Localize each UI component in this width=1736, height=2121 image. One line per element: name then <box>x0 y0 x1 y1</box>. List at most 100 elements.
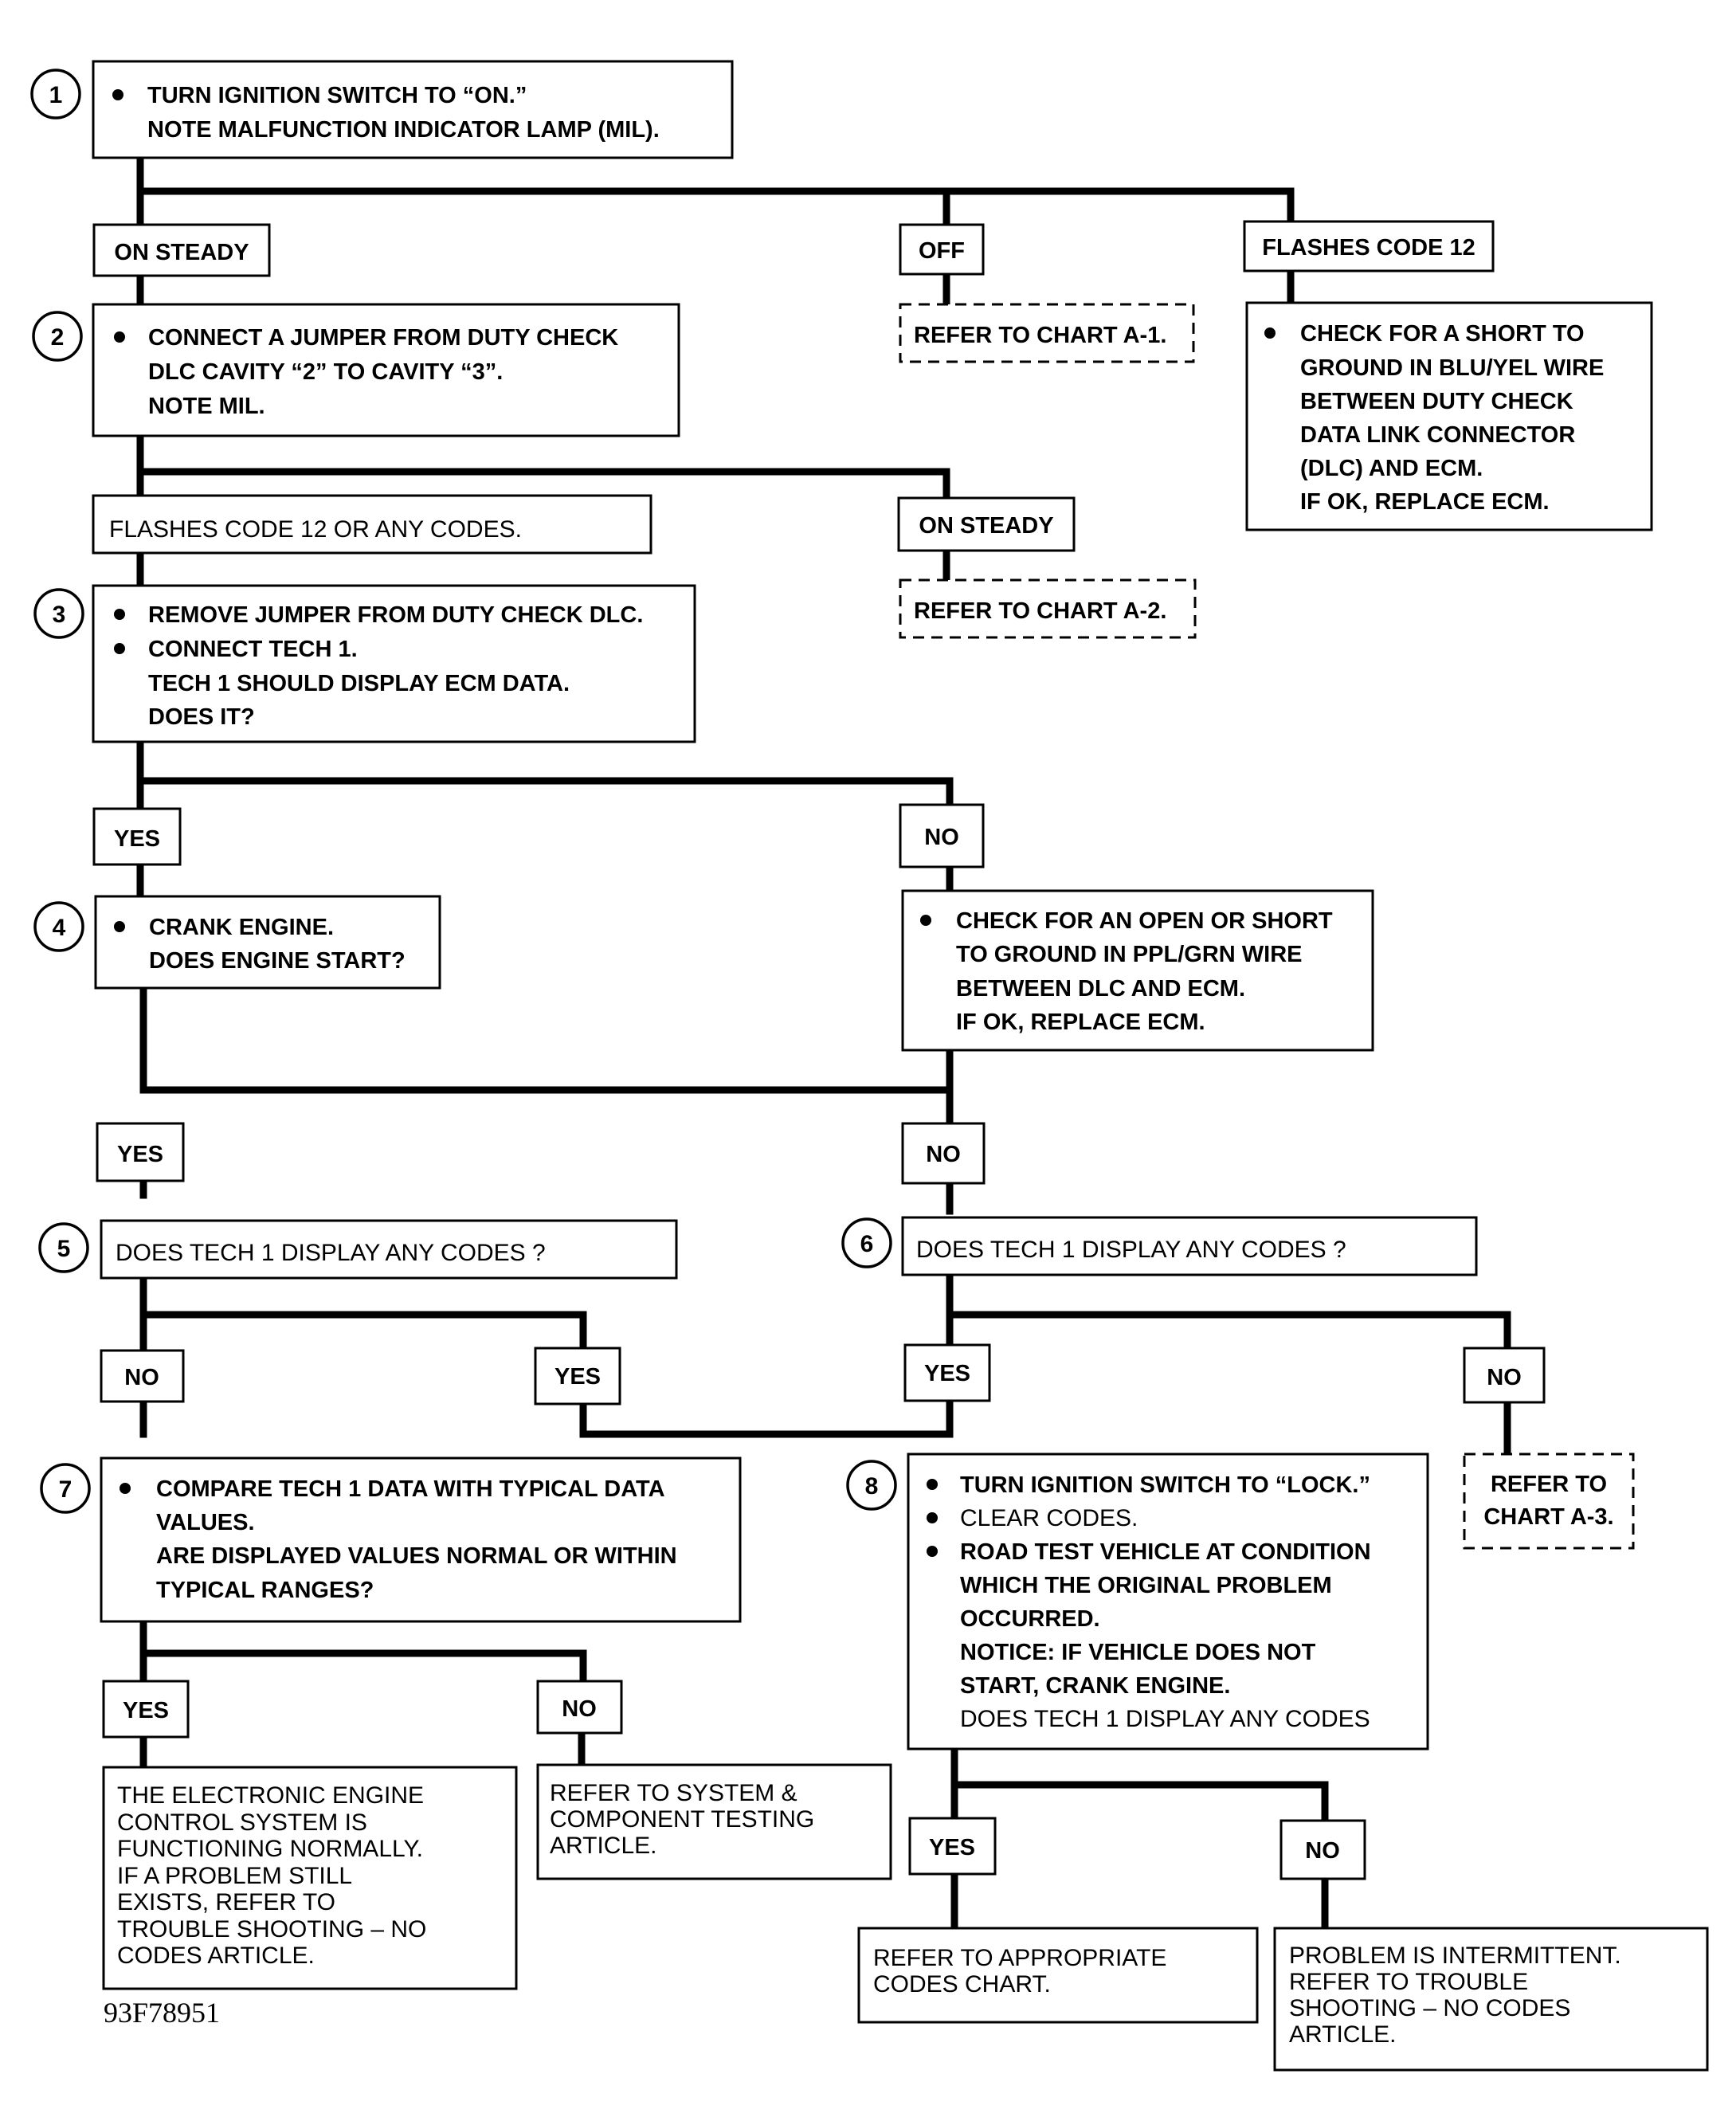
check-short-blu-yel: CHECK FOR A SHORT TO GROUND IN BLU/YEL W… <box>1245 301 1653 531</box>
step-number: 2 <box>51 324 65 351</box>
step-line: CONNECT A JUMPER FROM DUTY CHECK <box>148 325 618 351</box>
step-line: START, CRANK ENGINE. <box>960 1673 1230 1699</box>
result-system-testing: REFER TO SYSTEM & COMPONENT TESTING ARTI… <box>536 1763 892 1880</box>
result-codes-chart: REFER TO APPROPRIATE CODES CHART. <box>857 1927 1259 2024</box>
step-number-circle <box>841 1217 892 1268</box>
step-box <box>901 1216 1478 1276</box>
label-box <box>897 496 1076 552</box>
label-flashes-any-codes: FLASHES CODE 12 OR ANY CODES. <box>109 516 522 543</box>
label-box <box>1243 220 1495 272</box>
bullet <box>1264 327 1276 339</box>
action-box <box>901 889 1374 1052</box>
step-number-circle <box>32 311 83 362</box>
refer-line: CHART A-3. <box>1483 1504 1613 1530</box>
step-box <box>907 1453 1429 1751</box>
step-number: 5 <box>57 1236 71 1262</box>
step-line: OCCURRED. <box>960 1606 1100 1632</box>
step-6: 6 DOES TECH 1 DISPLAY ANY CODES ? <box>841 1216 1478 1276</box>
label-no: NO <box>1487 1365 1522 1390</box>
action-line: BETWEEN DLC AND ECM. <box>956 976 1245 1002</box>
result-line: ARTICLE. <box>1289 2021 1397 2048</box>
step-line: ARE DISPLAYED VALUES NORMAL OR WITHIN <box>156 1543 677 1569</box>
action-line: (DLC) AND ECM. <box>1300 456 1483 481</box>
step-number-circle <box>30 69 81 120</box>
result-box <box>536 1763 892 1880</box>
action-line: IF OK, REPLACE ECM. <box>1300 489 1550 515</box>
refer-text: REFER TO CHART A-2. <box>914 598 1166 624</box>
figure-id: 93F78951 <box>104 1997 220 2029</box>
step-number: 4 <box>53 915 66 941</box>
step-line: COMPARE TECH 1 DATA WITH TYPICAL DATA <box>156 1476 665 1502</box>
step-line: DOES TECH 1 DISPLAY ANY CODES <box>960 1706 1370 1732</box>
bullet <box>927 1546 938 1557</box>
label-no: NO <box>562 1696 597 1722</box>
result-box <box>102 1766 518 1990</box>
step-line: NOTICE: IF VEHICLE DOES NOT <box>960 1640 1316 1665</box>
step-number-circle <box>38 1222 89 1273</box>
label-yes: YES <box>114 826 160 852</box>
step-line: NOTE MIL. <box>148 394 265 419</box>
refer-chart-a2: REFER TO CHART A-2. <box>899 578 1197 639</box>
label-box <box>92 807 182 866</box>
label-box <box>1463 1347 1546 1404</box>
step-number-circle <box>40 1463 91 1514</box>
result-intermittent: PROBLEM IS INTERMITTENT. REFER TO TROUBL… <box>1273 1927 1709 2072</box>
step-box <box>94 895 441 990</box>
step-line: DOES IT? <box>148 704 255 730</box>
step-box <box>92 303 680 437</box>
refer-line: REFER TO <box>1491 1472 1607 1497</box>
branch-8-labels: YES NO <box>908 1817 1366 1880</box>
step-number: 1 <box>49 82 63 108</box>
result-line: TROUBLE SHOOTING – NO <box>117 1916 426 1943</box>
result-line: COMPONENT TESTING <box>550 1806 814 1833</box>
refer-box <box>1463 1453 1635 1550</box>
step-number-circle <box>33 901 84 952</box>
label-yes: YES <box>924 1361 970 1386</box>
action-line: DATA LINK CONNECTOR <box>1300 422 1575 448</box>
result-line: REFER TO TROUBLE <box>1289 1969 1528 1995</box>
refer-box <box>899 578 1197 639</box>
step-line: DLC CAVITY “2” TO CAVITY “3”. <box>148 359 503 385</box>
branch-7-labels: YES NO <box>102 1680 623 1739</box>
branch-1-labels: ON STEADY OFF FLASHES CODE 12 <box>92 220 1495 277</box>
step-number: 7 <box>59 1476 72 1503</box>
bullet <box>927 1479 938 1490</box>
step-2: 2 CONNECT A JUMPER FROM DUTY CHECK DLC C… <box>32 303 680 437</box>
label-box <box>536 1680 623 1735</box>
result-line: CODES ARTICLE. <box>117 1943 315 1969</box>
label-yes: YES <box>555 1364 601 1390</box>
refer-box <box>899 303 1195 363</box>
label-box <box>92 223 271 277</box>
refer-chart-a1: REFER TO CHART A-1. <box>899 303 1195 363</box>
label-box <box>102 1680 190 1739</box>
step-line: TECH 1 SHOULD DISPLAY ECM DATA. <box>148 671 570 696</box>
label-on-steady: ON STEADY <box>919 513 1053 539</box>
step-box <box>100 1456 742 1623</box>
result-line: THE ELECTRONIC ENGINE <box>117 1782 424 1809</box>
result-line: REFER TO SYSTEM & <box>550 1780 797 1806</box>
branch-2-labels: FLASHES CODE 12 OR ANY CODES. ON STEADY <box>92 494 1076 555</box>
action-box <box>1245 301 1653 531</box>
label-on-steady: ON STEADY <box>114 240 249 265</box>
result-line: SHOOTING – NO CODES <box>1289 1995 1570 2021</box>
action-line: IF OK, REPLACE ECM. <box>956 1010 1205 1035</box>
step-1: 1 TURN IGNITION SWITCH TO “ON.” NOTE MAL… <box>30 60 734 159</box>
result-box <box>1273 1927 1709 2072</box>
step-line: NOTE MALFUNCTION INDICATOR LAMP (MIL). <box>147 117 660 143</box>
result-line: REFER TO APPROPRIATE <box>873 1945 1166 1971</box>
step-7: 7 COMPARE TECH 1 DATA WITH TYPICAL DATA … <box>40 1456 742 1623</box>
action-line: TO GROUND IN PPL/GRN WIRE <box>956 942 1302 967</box>
result-line: CODES CHART. <box>873 1971 1051 1998</box>
result-line: PROBLEM IS INTERMITTENT. <box>1289 1943 1621 1969</box>
label-box <box>534 1347 621 1406</box>
result-line: EXISTS, REFER TO <box>117 1889 335 1915</box>
label-no: NO <box>926 1142 961 1167</box>
bullet <box>112 89 123 100</box>
bullet <box>114 643 125 654</box>
step-line: VALUES. <box>156 1510 255 1535</box>
bullet <box>120 1483 131 1494</box>
label-yes: YES <box>123 1698 169 1723</box>
step-box <box>92 60 734 159</box>
step-5: 5 DOES TECH 1 DISPLAY ANY CODES ? <box>38 1219 678 1280</box>
